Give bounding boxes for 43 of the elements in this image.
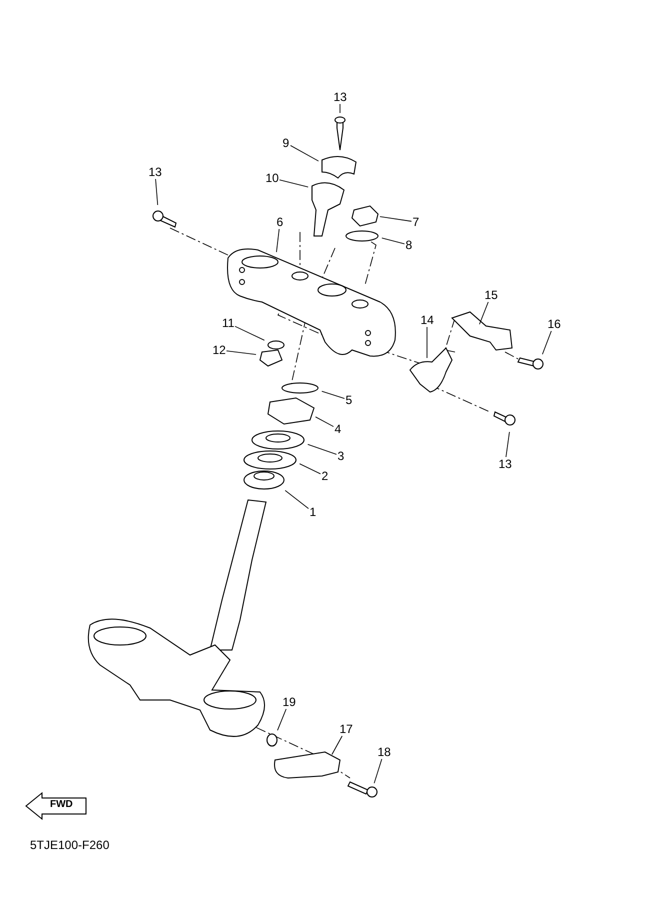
callout-number: 13 (498, 457, 513, 471)
leader-line (479, 302, 489, 325)
callout-number: 17 (338, 722, 354, 736)
leader-line (234, 326, 265, 341)
leader-line (380, 216, 412, 222)
callout-number: 1 (308, 505, 318, 519)
leader-line (506, 432, 510, 458)
leader-line (542, 330, 552, 355)
leader-line (315, 416, 334, 427)
callout-number: 15 (484, 288, 499, 302)
callout-number: 8 (404, 238, 414, 252)
callout-number: 13 (332, 90, 348, 104)
leader-line (276, 228, 280, 252)
callout-number: 16 (546, 317, 562, 331)
leader-line (226, 350, 256, 355)
leader-line (374, 758, 382, 784)
callout-number: 18 (376, 745, 392, 759)
callout-number: 6 (276, 215, 284, 229)
direction-label: FWD (50, 799, 73, 810)
callout-number: 2 (320, 469, 330, 483)
leader-line (332, 736, 343, 755)
leader-line (321, 390, 345, 399)
callout-number: 9 (282, 136, 290, 150)
leader-line (290, 145, 319, 162)
leader-line (299, 463, 321, 474)
leader-line (381, 238, 405, 244)
callout-number: 5 (344, 393, 354, 407)
callout-number: 11 (221, 316, 236, 330)
callout-number: 7 (412, 215, 420, 229)
callout-number: 13 (148, 165, 163, 179)
callout-number: 19 (282, 695, 297, 709)
callout-number: 4 (334, 422, 342, 436)
callout-number: 10 (264, 171, 280, 185)
callout-number: 12 (212, 343, 227, 357)
callout-number: 3 (336, 449, 346, 463)
leader-line (277, 708, 287, 731)
leader-line (426, 326, 428, 358)
leader-line (284, 490, 309, 509)
diagram-code: 5TJE100-F260 (30, 838, 110, 852)
leader-line (155, 178, 158, 206)
callout-number: 14 (420, 313, 435, 327)
leader-line (307, 444, 337, 455)
leader-line (279, 179, 309, 188)
